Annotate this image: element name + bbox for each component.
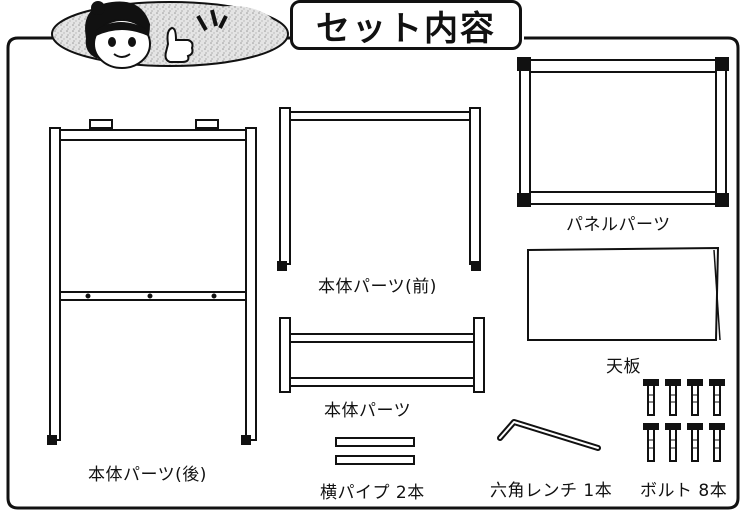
label-bolts: ボルト 8本 xyxy=(640,481,728,501)
horizontal-pipes xyxy=(335,437,415,465)
label-body-rear: 本体パーツ(後) xyxy=(88,465,207,485)
body-part xyxy=(279,317,485,393)
label-hex-wrench: 六角レンチ 1本 xyxy=(490,481,613,501)
page-title: セット内容 xyxy=(290,0,522,50)
body-front-part xyxy=(277,107,481,271)
label-panel-part: パネルパーツ xyxy=(566,215,671,235)
bolt-icon xyxy=(643,379,725,462)
body-rear-part xyxy=(47,119,257,445)
frame-border xyxy=(6,36,740,510)
label-top-board: 天板 xyxy=(606,357,641,377)
label-body-part: 本体パーツ xyxy=(324,401,412,421)
panel-part xyxy=(517,57,729,207)
top-board xyxy=(527,246,721,341)
hex-wrench-icon xyxy=(497,419,601,451)
page-title-text: セット内容 xyxy=(316,8,496,49)
mascot-girl-icon xyxy=(51,1,289,69)
label-horizontal-pipe: 横パイプ 2本 xyxy=(320,483,425,503)
label-body-front: 本体パーツ(前) xyxy=(318,277,437,297)
